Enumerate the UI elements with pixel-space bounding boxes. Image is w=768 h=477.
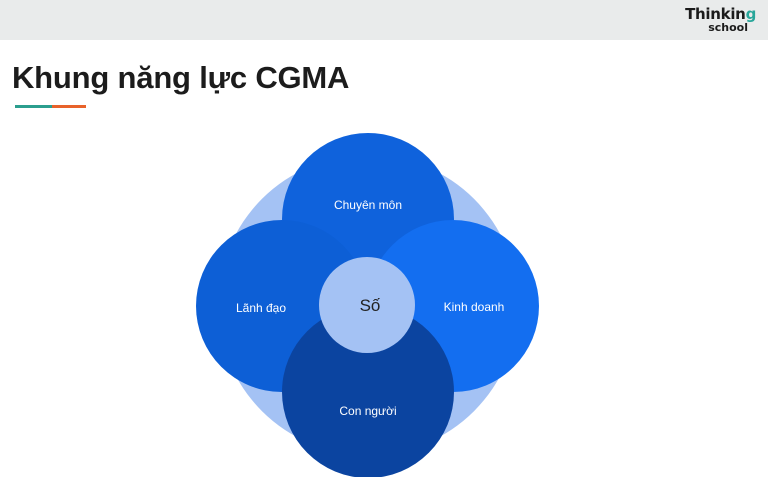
petal-left-label: Lãnh đạo: [236, 301, 286, 315]
petal-top-label: Chuyên môn: [334, 198, 402, 212]
slide-title: Khung năng lực CGMA: [12, 60, 350, 95]
logo-wordmark: Thinkin: [685, 5, 746, 23]
logo-subtitle: school: [708, 21, 748, 34]
thinking-school-logo: Thinking school: [678, 5, 756, 35]
petal-bottom-circle: [282, 306, 454, 477]
top-bar: Thinking school: [0, 0, 768, 40]
petal-bottom-label: Con người: [339, 404, 396, 418]
title-underline-teal: [15, 105, 52, 108]
petal-right-label: Kinh doanh: [444, 300, 505, 314]
center-circle: [319, 257, 415, 353]
title-underline-orange: [52, 105, 86, 108]
center-label: Số: [360, 296, 381, 315]
logo-wordmark-accent: g: [745, 5, 757, 23]
